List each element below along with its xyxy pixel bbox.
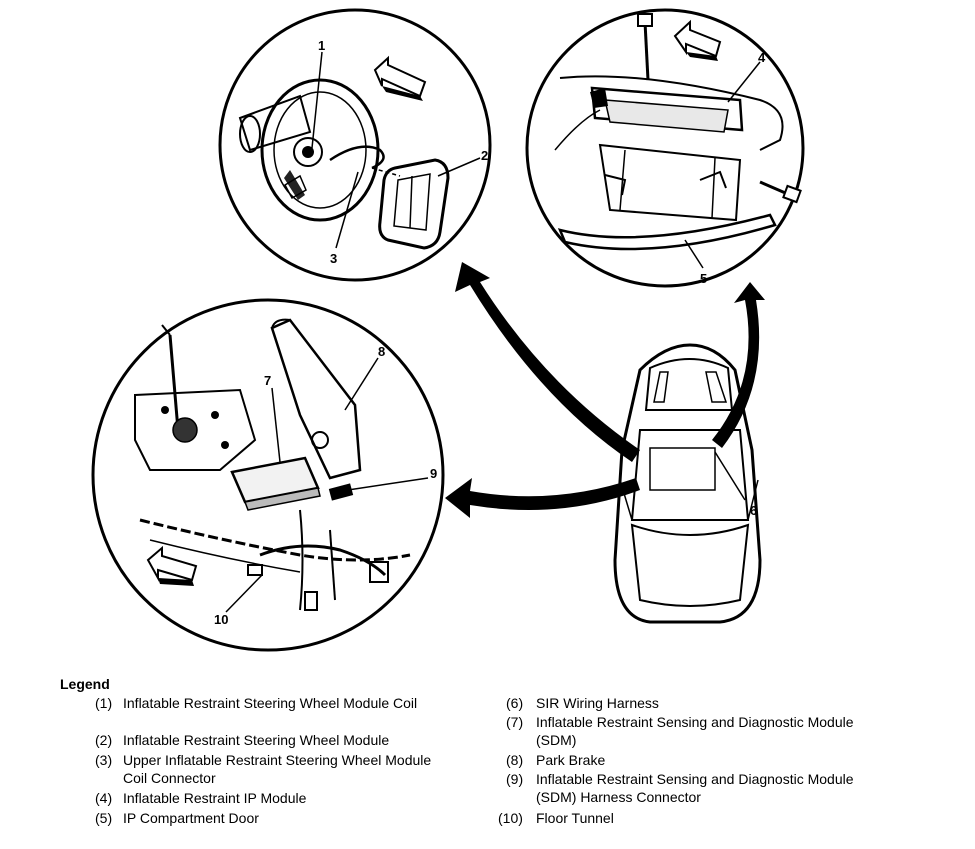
callout-7: 7 [264, 373, 271, 388]
legend-text: IP Compartment Door [123, 810, 259, 826]
vehicle-outline [613, 343, 762, 624]
callout-5: 5 [700, 271, 707, 286]
legend-number: (9) [506, 771, 524, 787]
legend-number: (3) [95, 752, 113, 768]
legend-number: (6) [506, 695, 524, 711]
callout-10: 10 [214, 612, 228, 627]
legend-number: (8) [506, 752, 524, 768]
legend-text: Park Brake [536, 752, 606, 768]
legend-text: SIR Wiring Harness [536, 695, 659, 711]
callout-8: 8 [378, 344, 385, 359]
legend-number: (5) [95, 810, 113, 826]
legend-text: Floor Tunnel [536, 810, 614, 826]
legend-title: Legend [60, 676, 110, 692]
callout-4: 4 [758, 50, 766, 65]
legend-text: Inflatable Restraint Sensing and Diagnos… [536, 771, 854, 805]
legend-number: (2) [95, 732, 113, 748]
legend-number: (1) [95, 695, 113, 711]
callout-6: 6 [750, 503, 757, 518]
legend-text: Inflatable Restraint Steering Wheel Modu… [123, 732, 390, 748]
legend-text: Inflatable Restraint Steering Wheel Modu… [123, 695, 418, 711]
steering-wheel-detail [218, 8, 492, 282]
legend-text: Inflatable Restraint Sensing and Diagnos… [536, 714, 854, 748]
callout-9: 9 [430, 466, 437, 481]
legend-number: (7) [506, 714, 524, 730]
console-sdm-detail [91, 298, 445, 652]
callout-3: 3 [330, 251, 337, 266]
legend-number: (10) [498, 810, 523, 826]
callout-labels: 1 2 3 4 5 6 7 8 9 10 [214, 38, 766, 627]
callout-2: 2 [481, 148, 488, 163]
callout-1: 1 [318, 38, 325, 53]
legend-text: Upper Inflatable Restraint Steering Whee… [123, 752, 432, 786]
pointer-arrows [445, 262, 765, 518]
legend-number: (4) [95, 790, 113, 806]
instrument-panel-detail [525, 8, 805, 288]
legend-text: Inflatable Restraint IP Module [123, 790, 307, 806]
component-location-diagram: 1 2 3 4 5 6 7 8 9 10 [91, 8, 805, 652]
